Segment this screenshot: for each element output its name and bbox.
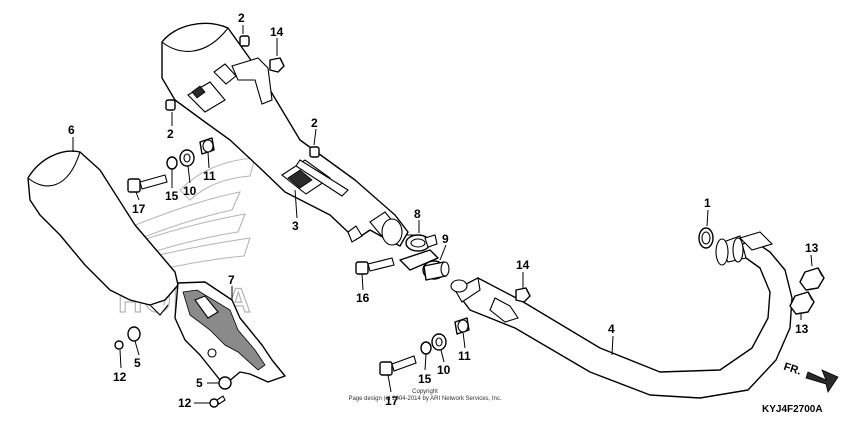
callout-12-lower: 12 [178, 396, 192, 410]
callout-labels: 1 2 2 2 3 4 5 5 6 7 8 9 10 10 11 11 12 1… [68, 11, 819, 410]
collar-part-10-upper[interactable] [179, 149, 195, 167]
exhaust-pipe-part-4[interactable] [450, 231, 793, 399]
callout-5-lower: 5 [196, 376, 203, 390]
callout-10-lower: 10 [437, 363, 451, 377]
nut-part-14-top[interactable] [269, 57, 285, 73]
callout-3: 3 [292, 219, 299, 233]
callout-5-upper: 5 [134, 356, 141, 370]
nut-part-2-mid[interactable] [309, 146, 320, 158]
washer-part-5-lower[interactable] [218, 376, 232, 390]
copyright-line-1: Copyright [412, 389, 438, 395]
copyright-notice: Copyright Page design (c) 2004-2014 by A… [330, 389, 520, 403]
collar-part-10-lower[interactable] [431, 333, 447, 351]
clamp-part-8[interactable] [399, 234, 439, 271]
nut-part-2-top[interactable] [239, 35, 250, 47]
copyright-line-2: Page design (c) 2004-2014 by ARI Network… [348, 396, 502, 402]
washer-part-15-lower[interactable] [420, 341, 432, 355]
washer-part-15-upper[interactable] [166, 156, 178, 170]
callout-11-lower: 11 [458, 349, 471, 363]
bushing-part-11-lower[interactable] [454, 317, 470, 335]
front-label: FR. [782, 361, 803, 378]
callout-16: 16 [356, 291, 370, 305]
nut-part-2-left[interactable] [165, 99, 176, 111]
callout-17-upper: 17 [132, 202, 146, 216]
diagram-code: KYJ4F2700A [762, 404, 823, 415]
callout-2-mid: 2 [311, 116, 318, 130]
bolt-part-17-upper[interactable] [127, 174, 168, 193]
gasket-part-1[interactable] [698, 227, 714, 249]
bushing-part-11-upper[interactable] [199, 137, 215, 155]
bolt-part-16[interactable] [355, 257, 395, 275]
muffler-lower-part-6[interactable] [27, 150, 179, 316]
callout-9: 9 [442, 232, 449, 246]
callout-11-upper: 11 [203, 169, 216, 183]
callout-17-lower: 17 [385, 394, 399, 408]
screw-part-12-upper[interactable] [114, 340, 124, 350]
callout-14-bottom: 14 [516, 258, 530, 272]
bolt-part-17-lower[interactable] [379, 355, 417, 376]
nut-part-13-upper[interactable] [799, 267, 825, 291]
callout-8: 8 [414, 207, 421, 221]
callout-10-upper: 10 [183, 184, 197, 198]
front-direction-arrow: FR. [782, 361, 839, 393]
callout-1: 1 [704, 196, 711, 210]
muffler-upper-part-3[interactable] [161, 22, 409, 247]
callout-7: 7 [228, 273, 235, 287]
leader-lines [72, 25, 813, 404]
heat-shield-part-7[interactable] [174, 281, 286, 383]
callout-13-lower: 13 [795, 322, 809, 336]
callout-15-lower: 15 [418, 372, 432, 386]
callout-12-upper: 12 [113, 370, 127, 384]
callout-15-upper: 15 [165, 189, 179, 203]
screw-part-12-lower[interactable] [209, 395, 226, 408]
gasket-part-9[interactable] [422, 260, 450, 281]
callout-4: 4 [608, 322, 615, 336]
callout-6: 6 [68, 123, 75, 137]
callout-2-left: 2 [167, 127, 174, 141]
callout-14-top: 14 [270, 25, 284, 39]
nut-part-14-bottom[interactable] [515, 287, 531, 303]
nut-part-13-lower[interactable] [789, 291, 815, 315]
washer-part-5-upper[interactable] [127, 326, 141, 342]
callout-2-top: 2 [238, 11, 245, 25]
callout-13-upper: 13 [805, 241, 819, 255]
